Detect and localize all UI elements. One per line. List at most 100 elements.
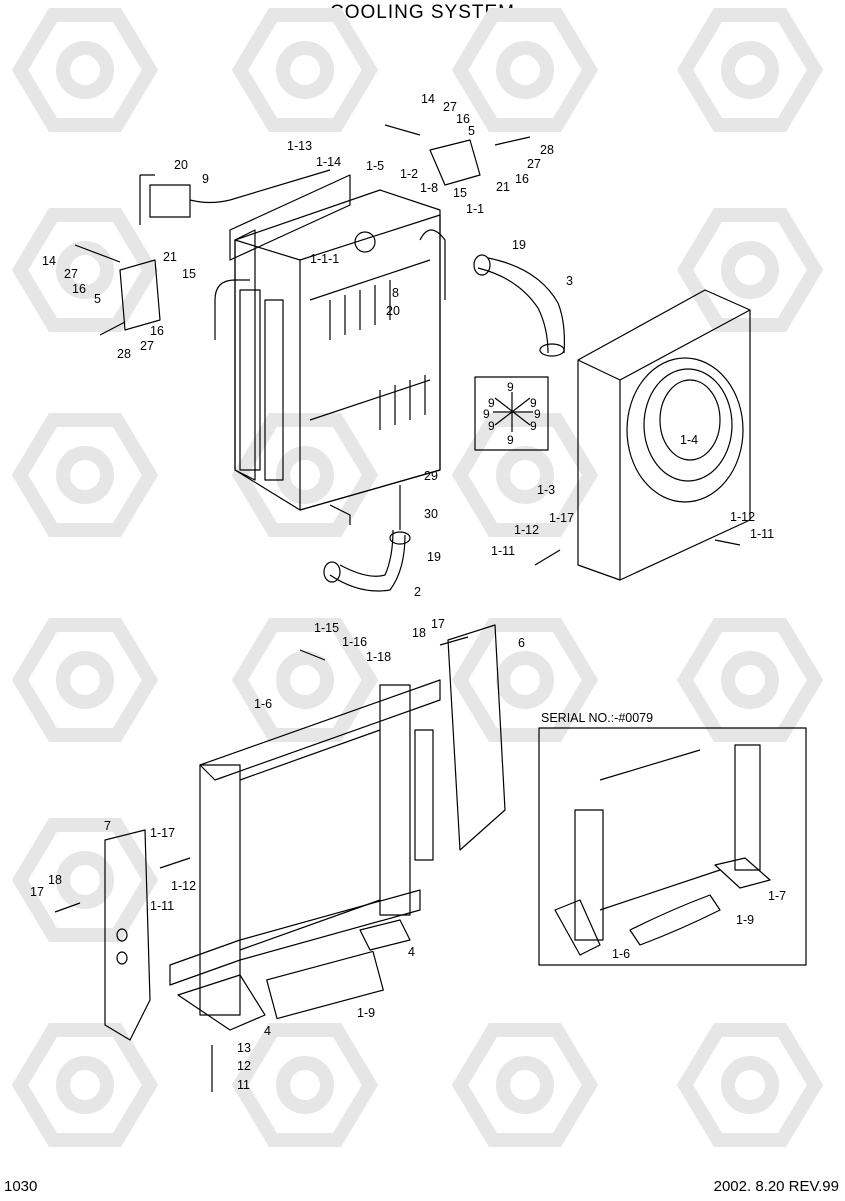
watermark-logo [11,1023,159,1147]
callout-label-c20a: 20 [174,158,188,172]
callout-label-c114: 1-14 [316,155,341,169]
reservoir-tank [139,169,331,225]
watermark-logo [231,1023,379,1147]
callout-label-c117a: 1-17 [549,511,574,525]
callout-label-c15a: 15 [453,186,467,200]
callout-label-c18b: 18 [48,873,62,887]
radiator-frame [169,679,441,1031]
callout-label-c111: 1-1-1 [310,252,339,266]
star-label: 9 [534,407,541,421]
star-label: 9 [483,407,490,421]
callout-label-c5b: 5 [94,292,101,306]
star-label: 9 [530,419,537,433]
callout-label-c19: 1-9 [357,1006,375,1020]
callout-label-c17a: 17 [431,617,445,631]
callout-label-c20b: 20 [386,304,400,318]
detail-star-box [474,376,549,451]
callout-label-c115: 1-15 [314,621,339,635]
callout-label-c9: 9 [202,172,209,186]
lower-bolts [54,636,469,1092]
callout-label-c111c: 1-11 [750,527,774,541]
watermark-logo [11,413,159,537]
side-plate-left [104,829,151,1041]
callout-label-c29: 29 [424,469,438,483]
callout-label-c27d: 27 [140,339,154,353]
watermark-logo [11,8,159,132]
callout-label-c16b: 16 [515,172,529,186]
callout-label-c18: 1-8 [420,181,438,195]
callout-label-c112a: 1-12 [514,523,539,537]
callout-label-c28a: 28 [540,143,554,157]
star-label: 9 [488,396,495,410]
callout-label-c27a: 27 [443,100,457,114]
star-label: 9 [530,396,537,410]
watermark-logo [451,618,599,742]
callout-label-c16f: 1-6 [612,947,630,961]
callout-label-c5a: 5 [468,124,475,138]
callout-label-c15c: 15 [182,267,196,281]
shroud-bolts [534,539,741,566]
callout-label-c12: 1-2 [400,167,418,181]
star-label: 9 [488,419,495,433]
callout-label-c19b: 19 [427,550,441,564]
star-label: 9 [507,433,514,447]
callout-label-c28b: 28 [117,347,131,361]
watermark-logo [11,818,159,942]
callout-label-c16c: 16 [72,282,86,296]
watermark-logo [231,8,379,132]
callout-label-c112c: 1-12 [171,879,196,893]
callout-label-c17c: 1-7 [768,889,786,903]
callout-label-c15b: 1-5 [366,159,384,173]
bracket-upper [384,124,531,186]
callout-label-c14a: 14 [421,92,435,106]
callout-label-c111b: 1-11 [491,544,515,558]
watermark-logo [451,8,599,132]
callout-label-c13b: 13 [237,1041,251,1055]
callout-label-c111d: 1-11 [150,899,174,913]
callout-label-c27c: 27 [64,267,78,281]
callout-label-c118: 1-18 [366,650,391,664]
callout-label-c16d: 16 [150,324,164,338]
callout-label-c7: 7 [104,819,111,833]
watermark-logo [676,208,824,332]
callout-label-c11: 1-1 [466,202,484,216]
watermark-logo [676,618,824,742]
bracket-left [74,244,161,336]
callout-label-c14b: 14 [42,254,56,268]
callout-label-c8: 8 [392,286,399,300]
callout-label-c16a: 16 [456,112,470,126]
callout-label-c113: 1-13 [287,139,312,153]
side-plate-right [447,624,506,851]
callout-label-c116: 1-16 [342,635,367,649]
fan-shroud [577,289,751,581]
callout-label-c17b: 17 [30,885,44,899]
callout-label-c4a: 4 [408,945,415,959]
revision-date: 2002. 8.20 REV.99 [713,1178,839,1195]
page-title: COOLING SYSTEM [329,2,516,23]
callout-label-c12b: 12 [237,1059,251,1073]
callout-label-c2: 2 [414,585,421,599]
watermark-logo [676,8,824,132]
watermark-logo [11,208,159,332]
watermark-logo [451,1023,599,1147]
callout-label-c3: 3 [566,274,573,288]
callout-label-c30: 30 [424,507,438,521]
callout-label-c11b: 11 [237,1078,250,1092]
serial-label: SERIAL NO.:-#0079 [541,711,654,725]
callout-label-c4b: 4 [264,1024,271,1038]
callout-label-c19a: 19 [512,238,526,252]
watermark-logos [11,8,824,1147]
watermark-logo [451,413,599,537]
callout-label-c117b: 1-17 [150,826,175,840]
callout-label-c21a: 21 [496,180,510,194]
callout-label-c112b: 1-12 [730,510,755,524]
watermark-logo [676,1023,824,1147]
watermark-logo [231,618,379,742]
upper-hose [473,254,565,357]
callout-label-c14c: 1-4 [680,433,698,447]
callout-label-c21b: 21 [163,250,177,264]
serial-inset [538,727,807,966]
radiator-assembly [214,174,446,525]
callout-label-c13: 1-3 [537,483,555,497]
watermark-logo [11,618,159,742]
